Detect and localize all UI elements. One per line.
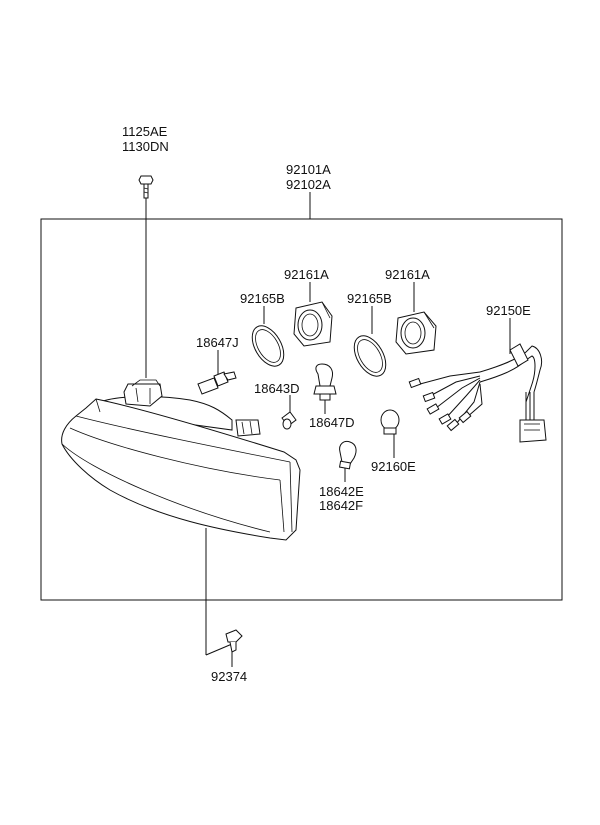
socket-icon xyxy=(380,409,400,435)
label-assembly-b: 92102A xyxy=(286,177,331,192)
dust-cap-right-icon xyxy=(395,311,437,355)
label-bulb-j: 18647J xyxy=(196,335,239,350)
label-ring-right: 92165B xyxy=(347,291,392,306)
label-assembly-a: 92101A xyxy=(286,162,331,177)
dust-cap-left-icon xyxy=(293,301,333,347)
label-bulb-small: 18643D xyxy=(254,381,300,396)
label-clip: 92374 xyxy=(211,669,248,684)
label-cap-left: 92161A xyxy=(284,267,329,282)
bulb-d-icon xyxy=(313,363,337,401)
label-bulb-e: 18642E xyxy=(319,484,364,499)
headlamp-housing-icon xyxy=(61,379,301,541)
bulb-j-icon xyxy=(197,371,237,395)
label-bolt-b: 1130DN xyxy=(122,139,169,154)
label-bulb-d: 18647D xyxy=(309,415,355,430)
bolt-icon xyxy=(138,175,154,199)
clip-leader-diagonal xyxy=(205,643,233,656)
label-harness: 92150E xyxy=(486,303,531,318)
assembly-frame xyxy=(40,218,563,601)
label-bulb-f: 18642F xyxy=(319,498,364,513)
label-ring-left: 92165B xyxy=(240,291,285,306)
seal-ring-left-icon xyxy=(251,325,285,367)
label-cap-right: 92161A xyxy=(385,267,430,282)
label-bolt-a: 1125AE xyxy=(122,124,168,139)
label-socket: 92160E xyxy=(371,459,416,474)
clip-icon xyxy=(225,629,243,653)
bulb-e-f-icon xyxy=(338,441,357,470)
seal-ring-right-icon xyxy=(353,335,387,377)
wiring-harness-icon xyxy=(408,343,547,443)
bulb-small-socket-icon xyxy=(281,411,297,430)
